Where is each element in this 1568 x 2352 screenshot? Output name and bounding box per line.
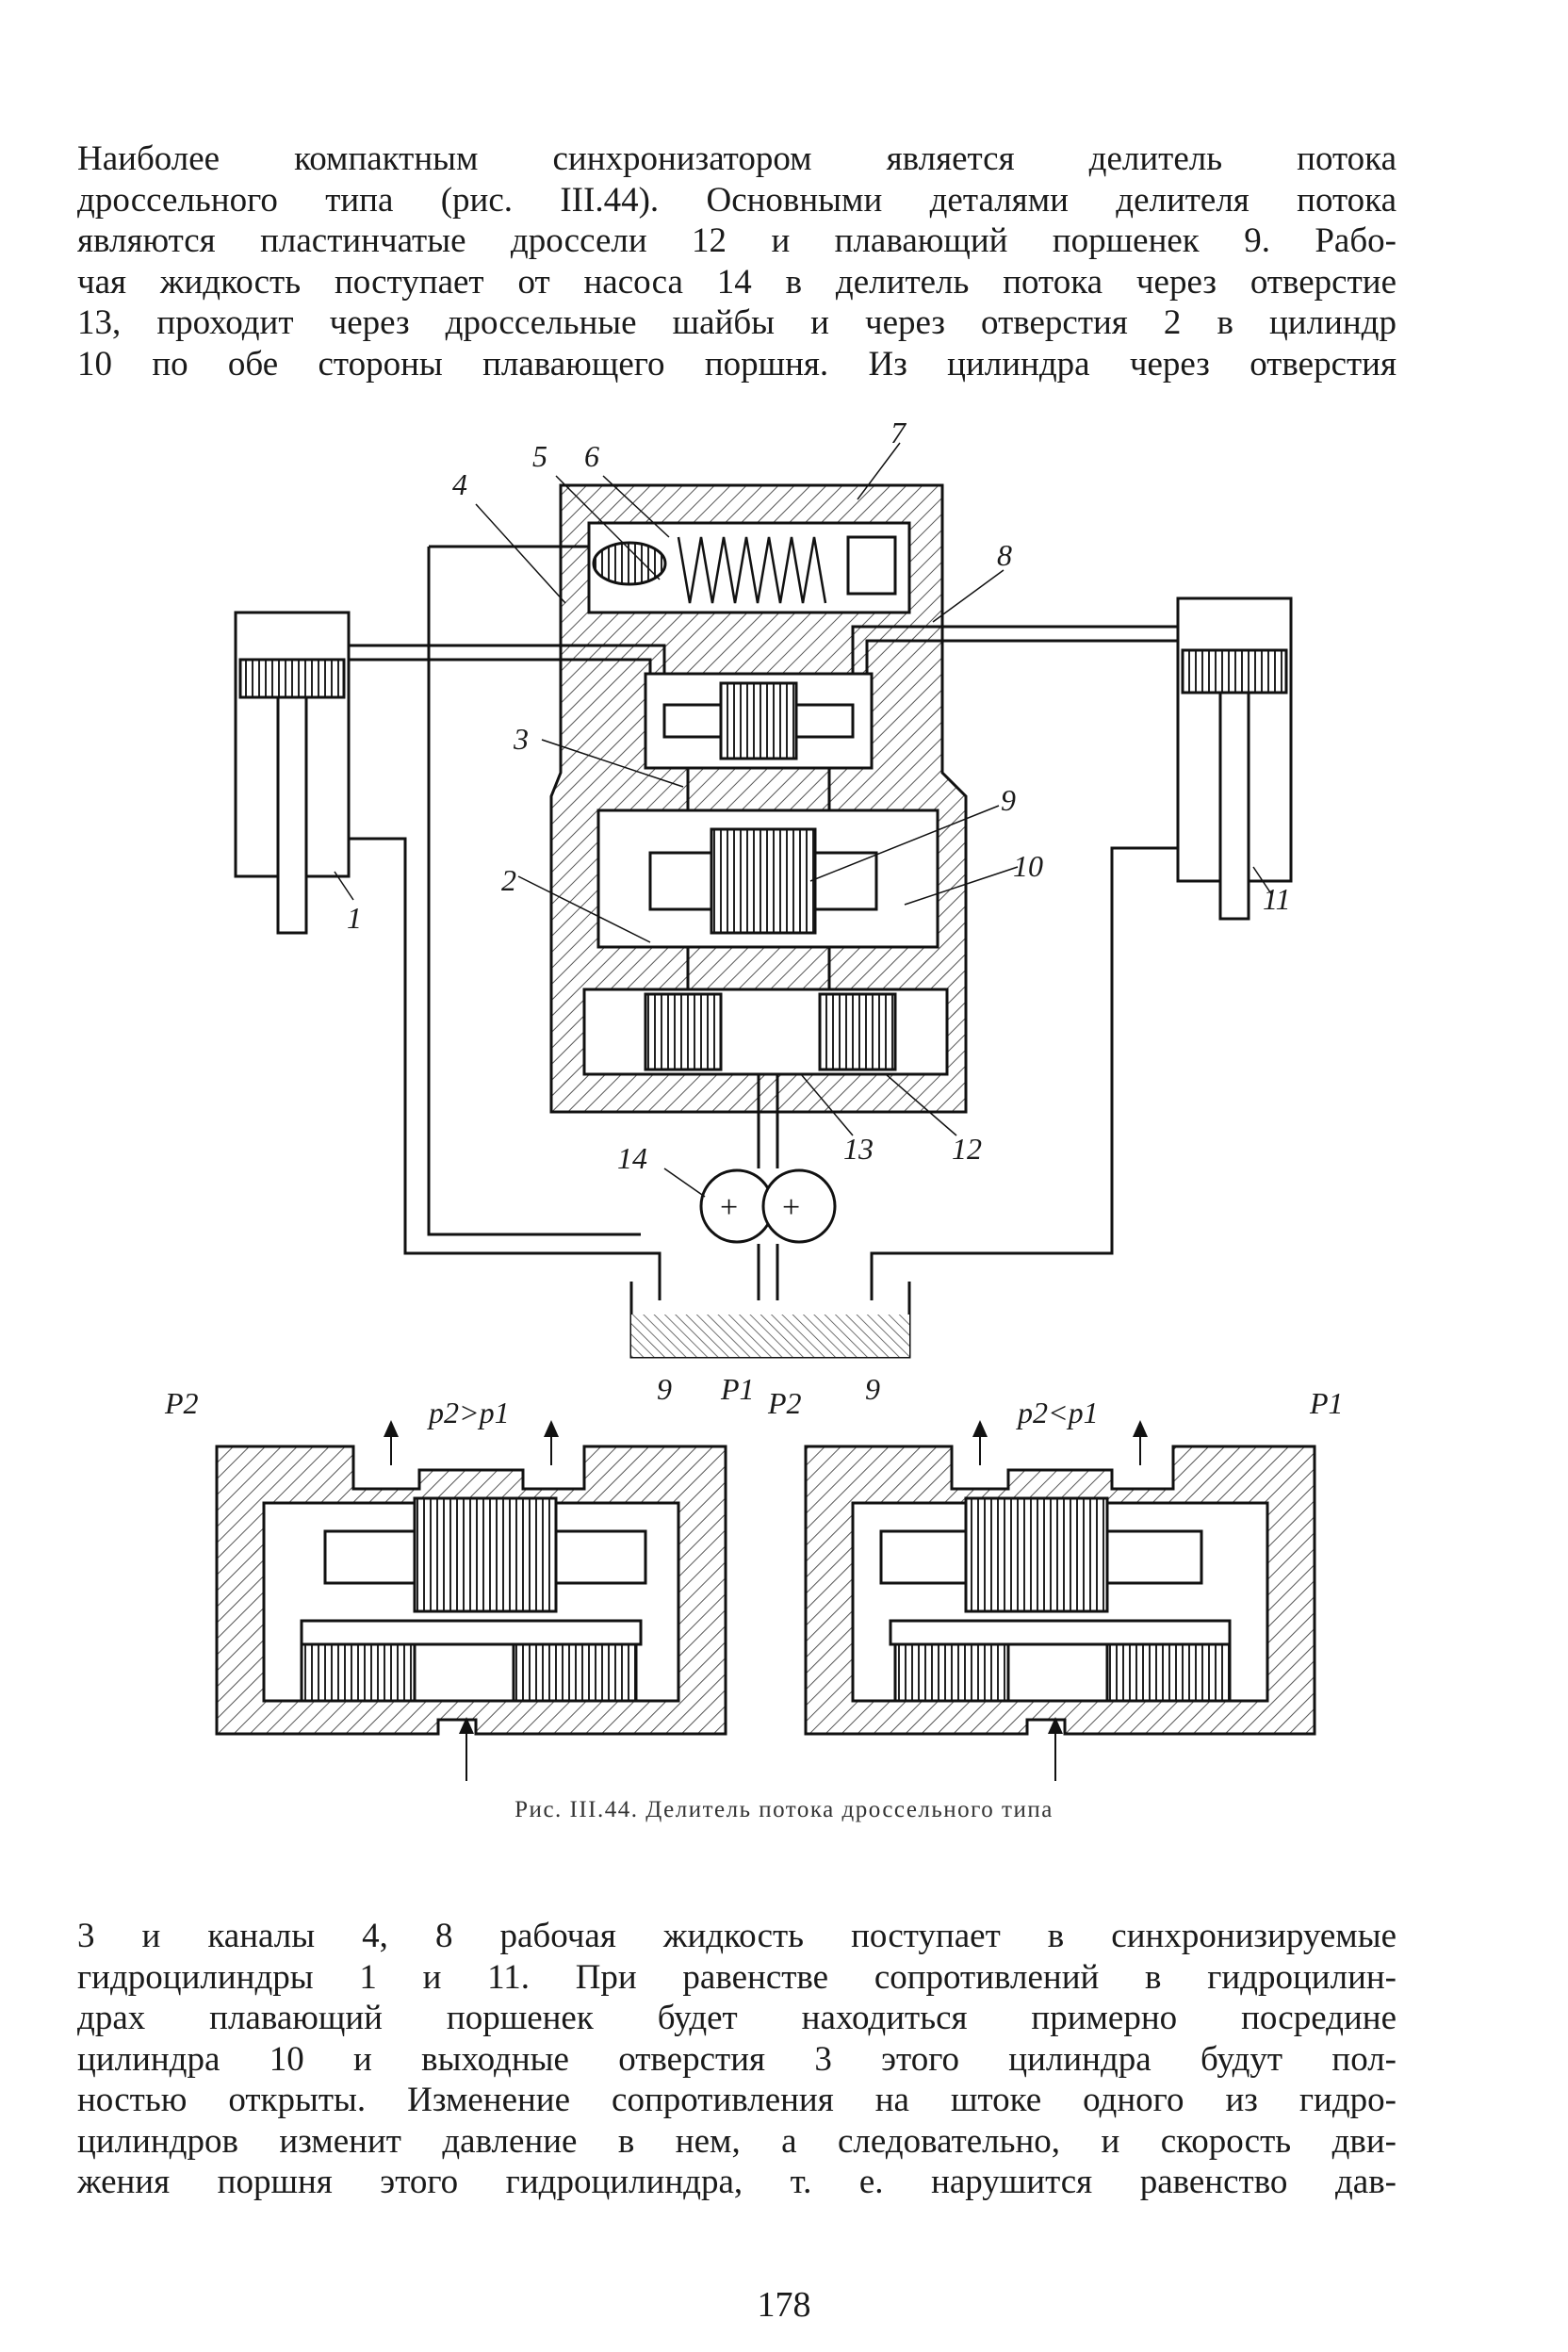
label-7: 7 (890, 416, 907, 449)
leader-lines (334, 442, 1273, 1198)
text-line: цилиндра 10 и выходные отверстия 3 этого… (77, 2039, 1396, 2079)
label-13: 13 (843, 1132, 874, 1166)
detail-left-spool (413, 1496, 558, 1613)
detail-right (804, 1420, 1316, 1781)
main-schematic: + + (234, 483, 1293, 1359)
text-line: жения поршня этого гидроцилиндра, т. е. … (77, 2163, 1396, 2201)
pipe-4 (349, 644, 666, 674)
page-number: 178 (757, 2285, 811, 2325)
label-6: 6 (584, 439, 599, 473)
svg-text:+: + (782, 1190, 800, 1225)
throttle-left (644, 992, 723, 1071)
detail-left-p2: P2 (164, 1386, 199, 1420)
detail-left-9: 9 (657, 1372, 672, 1406)
text-line: гидроцилиндры 1 и 11. При равенстве сопр… (77, 1957, 1396, 1997)
label-9: 9 (1001, 783, 1016, 817)
label-3: 3 (513, 722, 529, 756)
detail-right-spool (964, 1496, 1109, 1613)
upper-spool (719, 681, 798, 760)
label-2: 2 (501, 863, 516, 897)
piston-1 (238, 658, 346, 699)
detail-right-inequality: p2<p1 (1016, 1396, 1099, 1429)
detail-right-p2: P2 (767, 1386, 802, 1420)
divider-body (549, 483, 968, 1114)
label-10: 10 (1013, 849, 1043, 883)
svg-text:+: + (720, 1190, 738, 1225)
label-4: 4 (452, 467, 467, 501)
text-line: ностью открыты. Изменение сопротивления … (77, 2081, 1396, 2119)
label-5: 5 (532, 439, 547, 473)
adjust-screw (846, 535, 897, 596)
label-1: 1 (347, 901, 362, 935)
detail-left-throttle-l (300, 1642, 416, 1703)
spring (677, 536, 827, 604)
detail-right-p1: P1 (1309, 1386, 1344, 1420)
text-line: являются пластинчатые дроссели 12 и плав… (77, 221, 1396, 260)
text-line: 3 и каналы 4, 8 рабочая жидкость поступа… (77, 1917, 1396, 1955)
label-8: 8 (997, 538, 1012, 572)
text-line: цилиндров изменит давление в нем, а след… (77, 2121, 1396, 2161)
detail-left-throttle-r (512, 1642, 638, 1703)
needle-valve (592, 541, 667, 586)
rod-11 (1218, 691, 1250, 921)
detail-right-labels: P2 9 p2<p1 P1 (767, 1372, 1344, 1429)
rod-1 (276, 695, 308, 935)
part-labels: 1 2 3 4 5 6 7 8 9 10 11 12 13 14 (347, 416, 1291, 1175)
paragraph-top: Наиболее компактным синхронизатором явля… (77, 139, 1396, 384)
throttle-right (818, 992, 897, 1071)
detail-right-throttle-l (893, 1642, 1010, 1703)
text-line: 10 по обе стороны плавающего поршня. Из … (77, 344, 1396, 384)
return-pipe-left (349, 837, 662, 1300)
text-line: Наиболее компактным синхронизатором явля… (77, 139, 1396, 178)
detail-right-throttle-r (1105, 1642, 1232, 1703)
figure-caption: Рис. III.44. Делитель потока дроссельног… (514, 1797, 1054, 1822)
floating-piston (710, 827, 817, 935)
text-line: драх плавающий поршенек будет находиться… (77, 1999, 1396, 2037)
label-12: 12 (952, 1132, 982, 1166)
detail-left-p1: P1 (720, 1372, 755, 1406)
detail-right-9: 9 (865, 1372, 880, 1406)
label-14: 14 (617, 1141, 647, 1175)
label-11: 11 (1263, 882, 1291, 916)
pump-gear-right (761, 1168, 837, 1244)
text-line: 13, проходит через дроссельные шайбы и ч… (77, 303, 1396, 342)
detail-left-labels: P2 p2>p1 9 P1 (164, 1372, 755, 1429)
pipe-8 (851, 625, 1178, 674)
paragraph-bottom: 3 и каналы 4, 8 рабочая жидкость поступа… (77, 1916, 1396, 2203)
piston-11 (1181, 648, 1288, 694)
detail-left-inequality: p2>p1 (427, 1396, 510, 1429)
detail-left (215, 1420, 727, 1781)
return-pipe-right (870, 846, 1178, 1300)
text-line: дроссельного типа (рис. III.44). Основны… (77, 180, 1396, 220)
text-line: чая жидкость поступает от насоса 14 в де… (77, 262, 1396, 302)
